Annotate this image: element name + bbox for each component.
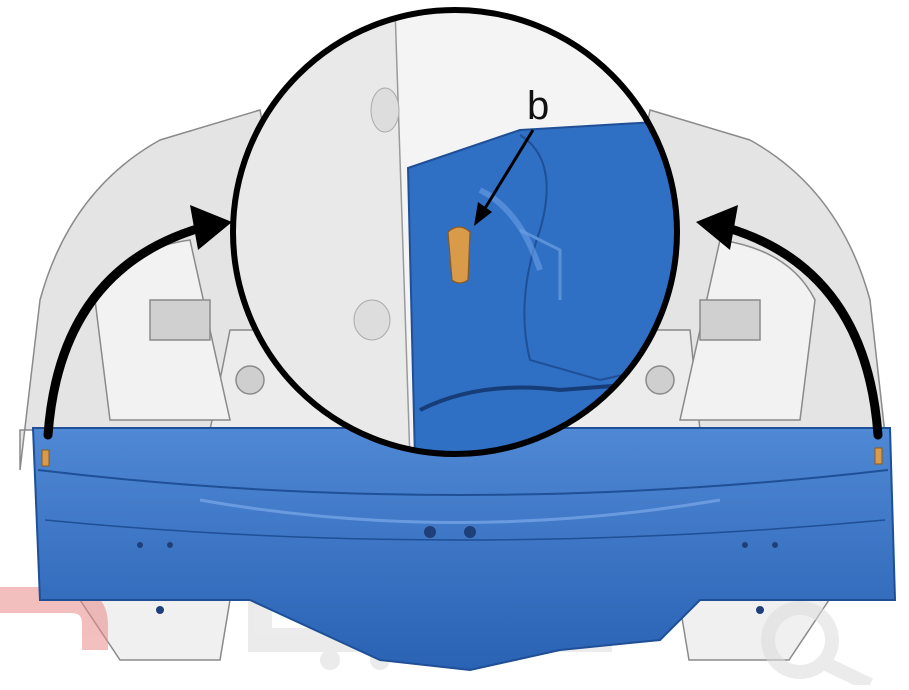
rear-panel <box>31 427 897 672</box>
clip-left <box>41 449 50 467</box>
clip-detail <box>447 226 471 284</box>
magnifier-ring <box>230 7 680 457</box>
clip-right <box>874 447 883 465</box>
curved-arrow-right-icon <box>696 205 883 440</box>
callout-label-b: b <box>527 84 550 128</box>
curved-arrow-left-icon <box>43 205 232 440</box>
pointer-arrow-icon <box>474 129 535 226</box>
